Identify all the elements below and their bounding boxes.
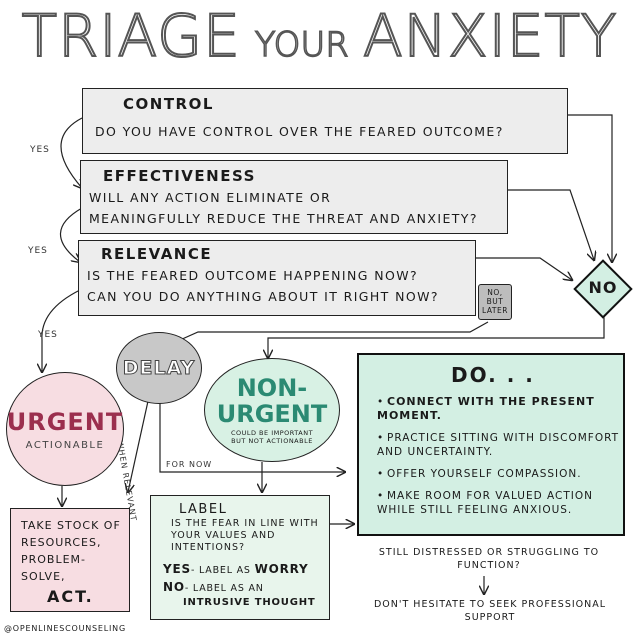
effectiveness-box: EFFECTIVENESS Will any action eliminate … <box>80 160 508 234</box>
for-now-label: FOR NOW <box>166 460 213 469</box>
label-question: Is the fear in line with your values and… <box>171 518 319 553</box>
label-no-line: NO- label as an INTRUSIVE THOUGHT <box>163 580 316 608</box>
credit: @OPENLINESCOUNSELING <box>4 624 126 633</box>
yes-label-3: YES <box>38 330 58 340</box>
non-urgent-title-1: NON- <box>236 374 308 402</box>
act-text: Take stock of resources, problem-solve, <box>21 519 121 583</box>
do-item: •Connect with the present moment. <box>377 395 595 422</box>
do-item: •Make room for valued action while still… <box>377 490 593 516</box>
control-question: Do you have control over the feared outc… <box>95 124 504 139</box>
delay-circle: DELAY <box>116 332 202 404</box>
relevance-question: Is the feared outcome happening now? Can… <box>87 268 439 304</box>
urgent-title: URGENT <box>6 407 124 436</box>
seek-support-text: Don't hesitate to seek professional supp… <box>373 599 607 623</box>
act-label: ACT. <box>47 587 94 606</box>
yes-label-1: YES <box>30 145 50 155</box>
non-urgent-circle: NON- URGENT COULD BE IMPORTANT BUT NOT A… <box>204 358 340 462</box>
no-label: NO <box>588 278 618 297</box>
label-heading: LABEL <box>179 502 228 517</box>
non-urgent-title-2: URGENT <box>216 400 328 428</box>
title-word-your: YOUR <box>254 24 350 66</box>
relevance-heading: RELEVANCE <box>101 245 213 263</box>
title-word-anxiety: ANXIETY <box>362 1 618 71</box>
urgent-circle: URGENT ACTIONABLE <box>6 372 124 486</box>
do-list: •Connect with the present moment. •Pract… <box>377 395 621 525</box>
delay-label: DELAY <box>122 357 196 380</box>
title: TRIAGE YOUR ANXIETY <box>0 1 639 72</box>
non-urgent-note: COULD BE IMPORTANT BUT NOT ACTIONABLE <box>230 429 314 445</box>
label-box: LABEL Is the fear in line with your valu… <box>150 495 330 620</box>
effectiveness-heading: EFFECTIVENESS <box>103 167 256 185</box>
do-box: DO. . . •Connect with the present moment… <box>357 353 625 536</box>
do-item: •Practice sitting with discomfort and un… <box>377 432 620 458</box>
title-word-triage: TRIAGE <box>21 1 241 71</box>
act-box: Take stock of resources, problem-solve, … <box>10 508 130 612</box>
label-yes-line: YES- label as WORRY <box>163 562 309 576</box>
do-heading: DO. . . <box>451 363 535 387</box>
urgent-subtitle: ACTIONABLE <box>25 439 105 451</box>
effectiveness-question: Will any action eliminate or meaningfull… <box>89 190 478 226</box>
control-box: CONTROL Do you have control over the fea… <box>82 88 568 154</box>
no-but-later-tag: NO, BUT LATER <box>478 284 512 320</box>
control-heading: CONTROL <box>123 95 214 113</box>
still-distressed-text: Still distressed or struggling to functi… <box>378 547 600 571</box>
yes-label-2: YES <box>28 246 48 256</box>
relevance-box: RELEVANCE Is the feared outcome happenin… <box>78 240 476 316</box>
do-item: •Offer yourself compassion. <box>377 468 582 480</box>
